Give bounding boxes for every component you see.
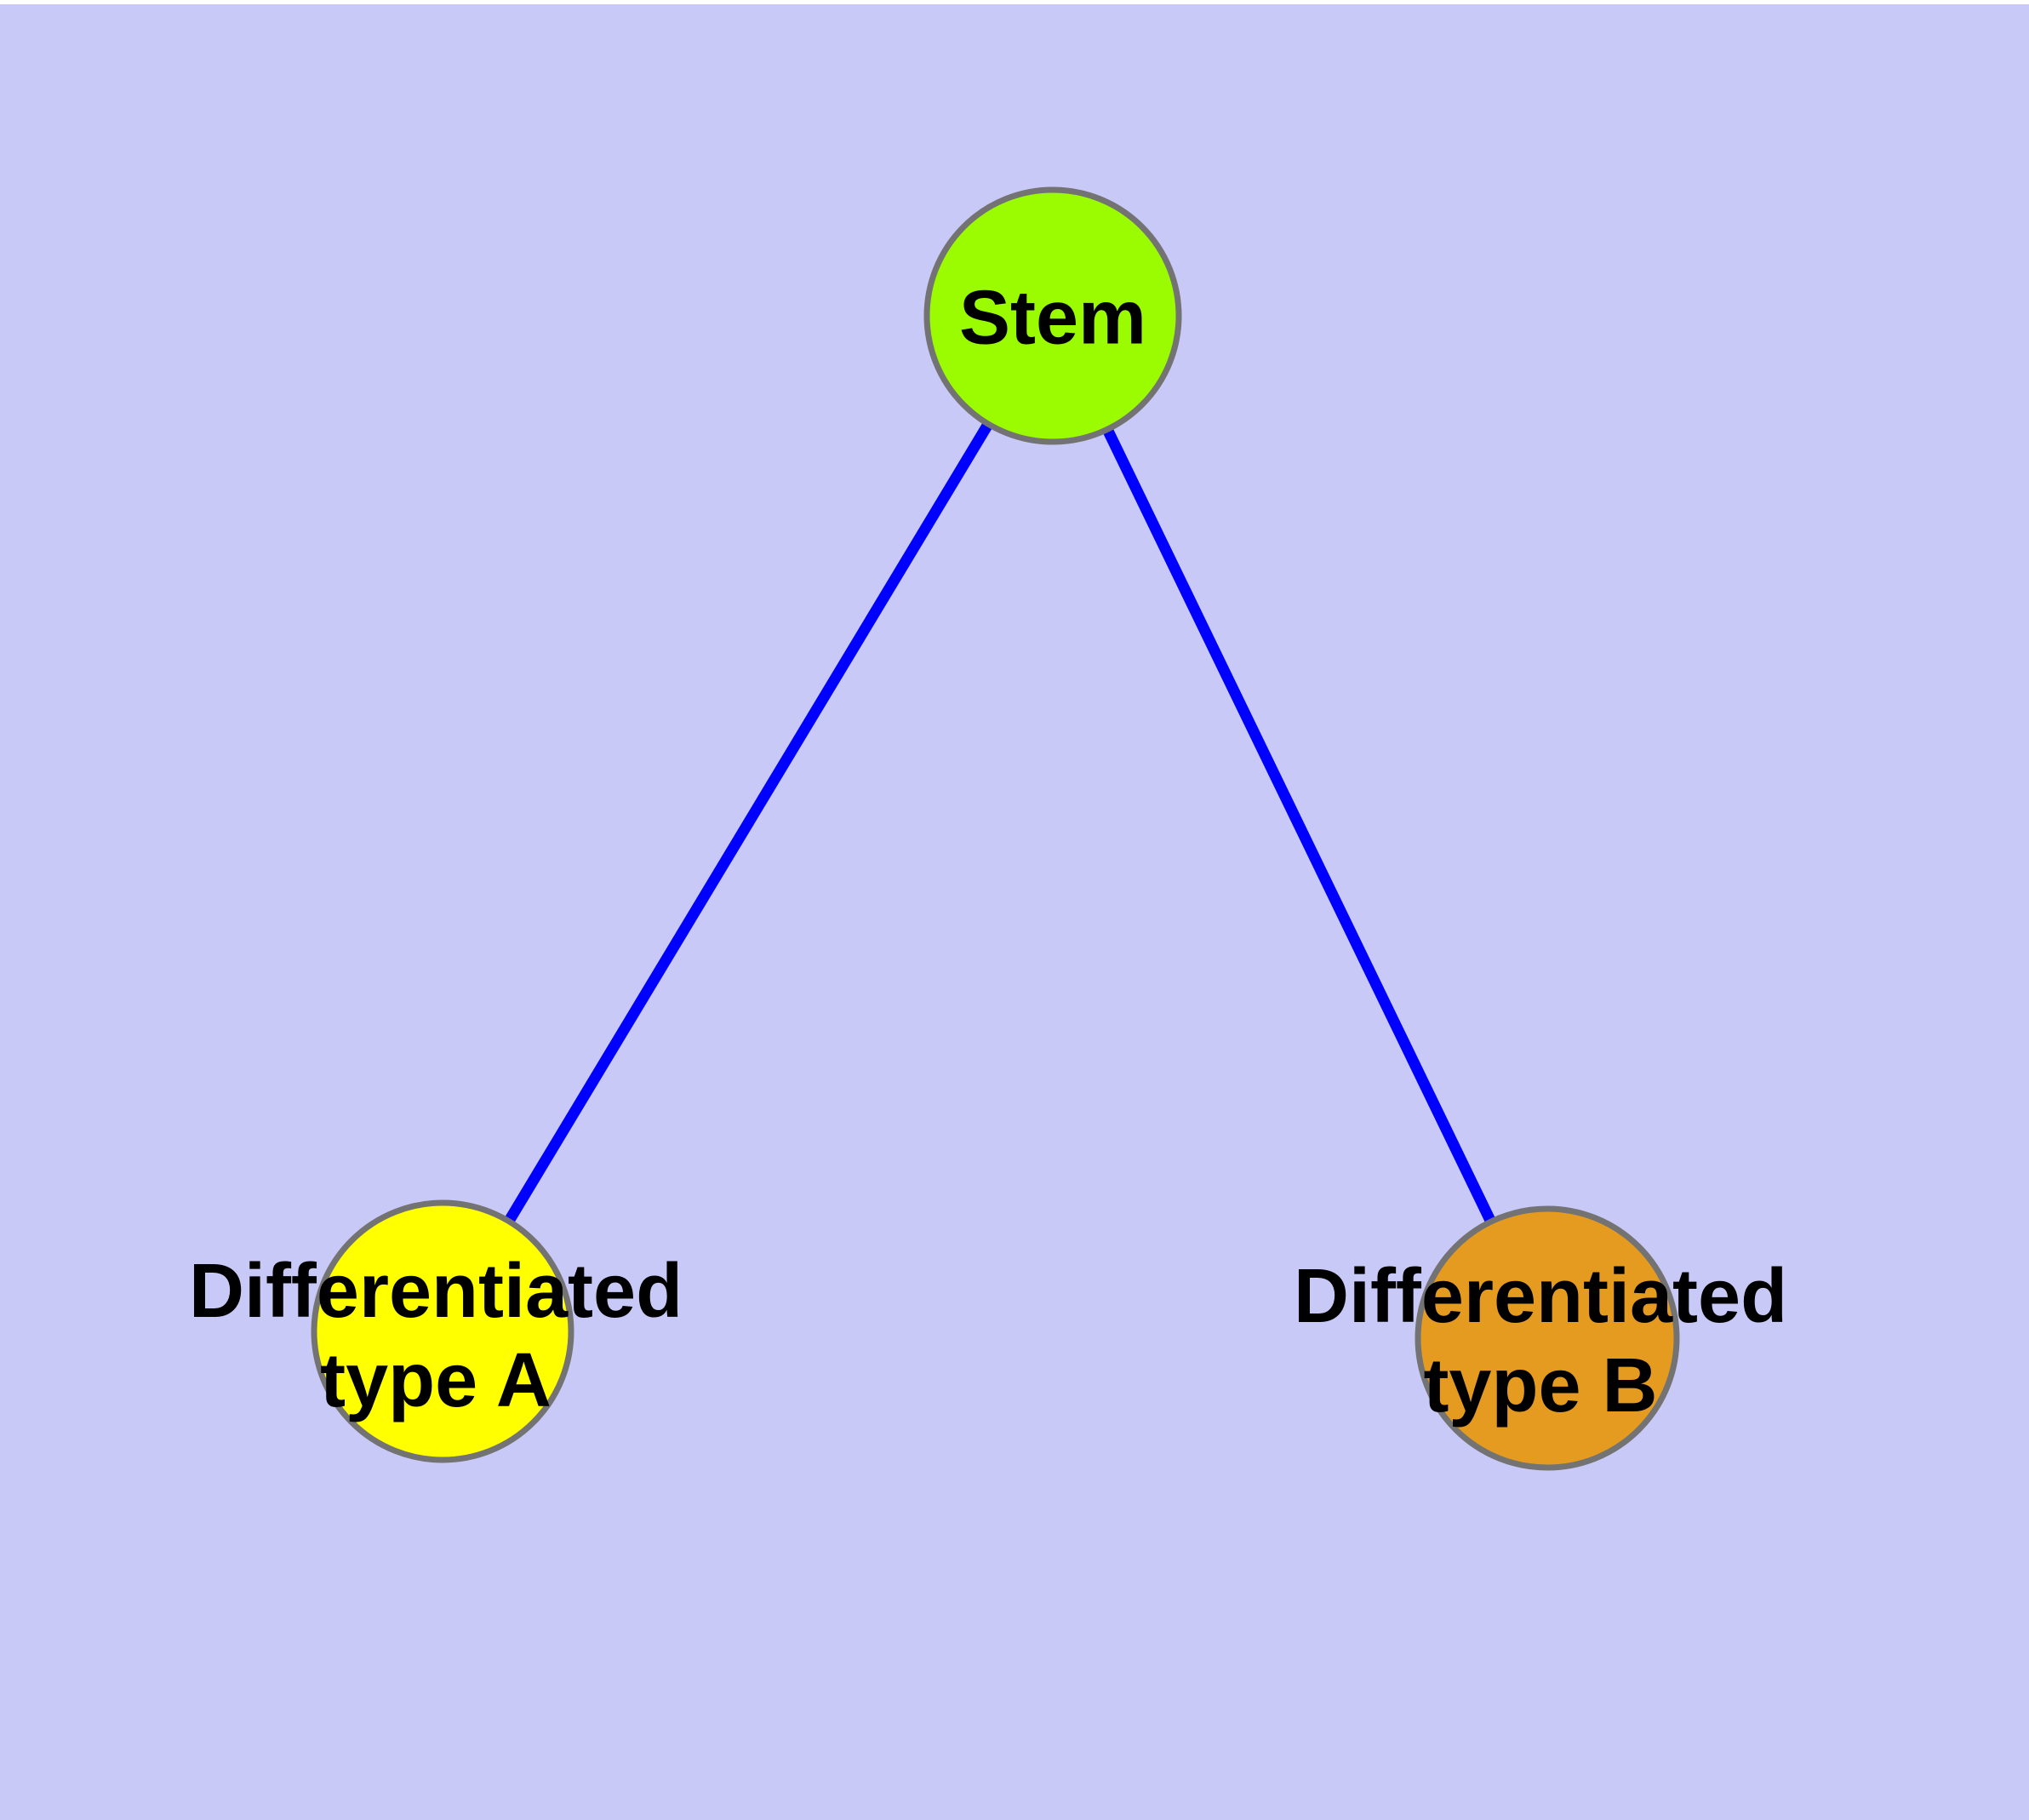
stem-node-circle xyxy=(923,186,1182,445)
top-margin-strip xyxy=(0,0,2029,4)
type-b-node-circle xyxy=(1415,1205,1680,1471)
edge-stem-to-type-b xyxy=(1048,314,1552,1341)
type-a-node-circle xyxy=(311,1199,574,1463)
edge-stem-to-type-a xyxy=(437,313,1058,1335)
